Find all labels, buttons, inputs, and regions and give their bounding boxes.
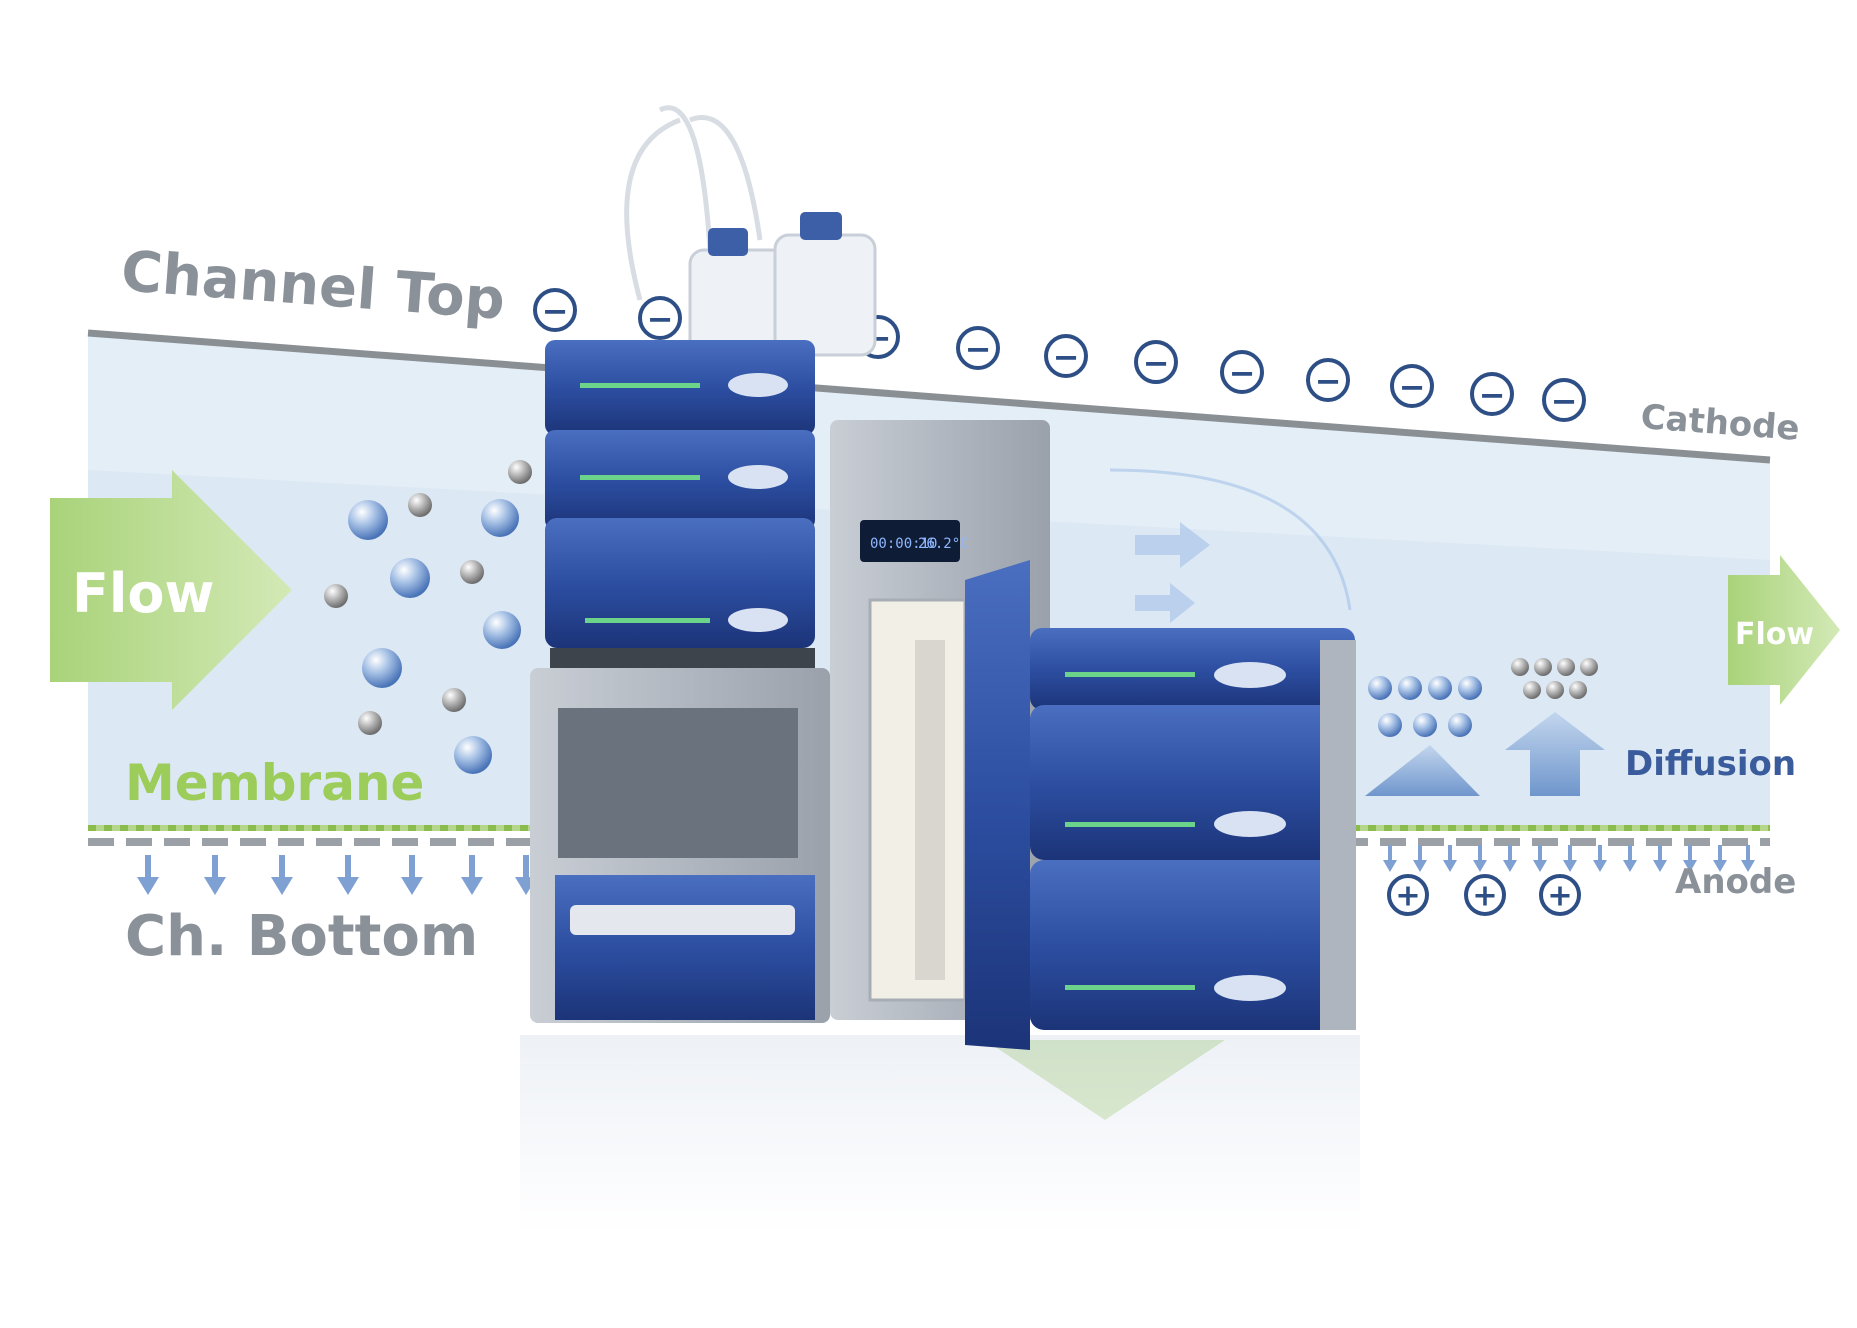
- plus-charge-icon: +: [1539, 874, 1581, 916]
- field-arrows: [1109, 468, 1352, 623]
- flow-arrow-left: [50, 470, 292, 710]
- svg-text:−: −: [1229, 354, 1256, 392]
- svg-text:−: −: [542, 292, 569, 330]
- svg-text:−: −: [965, 330, 992, 368]
- minus-charge-icon: −: [1470, 372, 1514, 416]
- instrument-stack: 00:00:10 26.2°C: [530, 105, 1356, 1050]
- svg-text:+: +: [1395, 879, 1420, 914]
- svg-text:−: −: [1399, 368, 1426, 406]
- minus-charge-icon: −: [1306, 358, 1350, 402]
- membrane-label: Membrane: [125, 754, 424, 812]
- minus-charge-icon: −: [956, 326, 1000, 370]
- minus-charge-icon: −: [1134, 340, 1178, 384]
- svg-text:+: +: [1547, 879, 1572, 914]
- particle-cluster: [324, 460, 532, 774]
- permeate-arrows: [137, 845, 1755, 895]
- flow-arrow-right: [1728, 555, 1840, 705]
- minus-charge-icon: −: [638, 296, 682, 340]
- plus-charge-icon: +: [1464, 874, 1506, 916]
- minus-charge-icon: −: [1044, 334, 1088, 378]
- svg-text:−: −: [1551, 382, 1578, 420]
- svg-text:−: −: [1053, 338, 1080, 376]
- plus-charge-icon: +: [1387, 874, 1429, 916]
- cathode-label: Cathode: [1639, 397, 1801, 449]
- display-temp: 26.2°C: [918, 536, 969, 552]
- minus-charge-icon: −: [1390, 364, 1434, 408]
- cathode-charges: −−−−−−−−−−−: [533, 288, 1586, 422]
- channel-top-label: Channel Top: [119, 239, 507, 333]
- diffusion-label: Diffusion: [1625, 744, 1796, 784]
- anode-charges: + + +: [1387, 874, 1581, 916]
- ch-bottom-label: Ch. Bottom: [125, 904, 478, 969]
- minus-charge-icon: −: [533, 288, 577, 332]
- floor-reflection: [520, 1035, 1360, 1235]
- flow-label-left: Flow: [72, 562, 214, 625]
- diffusion-arrow-2: [1505, 712, 1605, 796]
- flow-label-right: Flow: [1735, 617, 1814, 652]
- particle-rows-right: [1368, 658, 1598, 737]
- display-time: 00:00:10: [870, 536, 937, 552]
- channel-top-line: [87, 329, 1771, 464]
- svg-text:−: −: [1479, 376, 1506, 414]
- minus-charge-icon: −: [1220, 350, 1264, 394]
- solvent-bottles: [624, 105, 877, 357]
- minus-charge-icon: −: [1542, 378, 1586, 422]
- svg-text:−: −: [1143, 344, 1170, 382]
- anode-label: Anode: [1675, 862, 1796, 902]
- svg-text:−: −: [1315, 362, 1342, 400]
- diffusion-arrow-1: [1365, 745, 1480, 796]
- svg-text:−: −: [647, 300, 674, 338]
- svg-text:+: +: [1472, 879, 1497, 914]
